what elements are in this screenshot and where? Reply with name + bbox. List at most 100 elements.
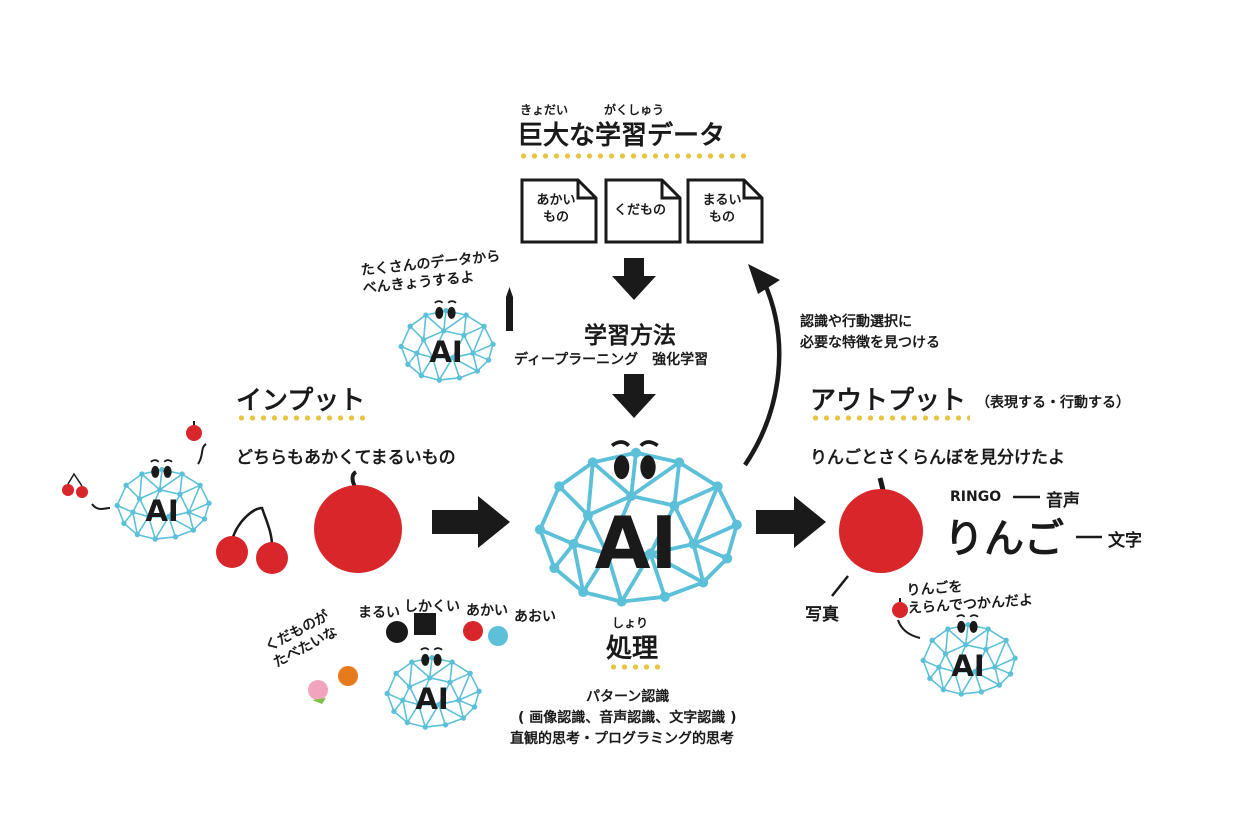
mesh-node	[474, 368, 481, 374]
brow-left-icon	[420, 647, 430, 651]
mesh-edge	[167, 493, 181, 518]
mesh-edge	[158, 489, 181, 496]
mesh-edge	[395, 672, 411, 688]
mesh-edge	[458, 690, 480, 701]
mesh-edge	[994, 666, 1001, 686]
process-line2: ( 画像認識、音声認識、文字認識 )	[518, 710, 737, 726]
mesh-node	[436, 701, 442, 708]
mesh-node	[659, 591, 670, 602]
mesh-node	[429, 654, 435, 661]
title-ruby-kyodai: きょだい	[520, 103, 569, 117]
mesh-node	[449, 659, 455, 665]
process-line1: パターン認識	[586, 689, 670, 705]
mesh-edge	[425, 314, 445, 332]
mesh-node	[409, 659, 415, 665]
mesh-node	[206, 500, 212, 506]
mesh-node	[114, 502, 120, 509]
mesh-edge	[472, 325, 485, 354]
photo-line	[831, 575, 849, 597]
mesh-edge	[465, 314, 485, 328]
brow-right-icon	[447, 300, 457, 304]
mesh-edge	[960, 670, 976, 695]
mesh-node	[406, 684, 413, 690]
mesh-node	[963, 642, 969, 648]
black-circle-icon	[386, 621, 408, 643]
mesh-node	[978, 689, 985, 695]
mesh-edge	[947, 628, 967, 646]
feedback-text: 認識や行動選択に 必要な特徴を見つける	[800, 312, 940, 354]
mesh-edge	[715, 484, 739, 527]
mesh-node	[418, 372, 425, 379]
mesh-edge	[944, 644, 967, 655]
mesh-edge	[619, 551, 653, 604]
mesh-edge	[400, 345, 418, 354]
title-ruby-gakushu: がくしゅう	[604, 103, 665, 117]
center-ai-brain: AI	[534, 440, 742, 607]
mesh-edge	[973, 648, 987, 673]
mesh-edge	[1009, 657, 1016, 675]
learning-methods: ディープラーニング 強化学習	[514, 352, 709, 368]
mesh-edge	[973, 670, 983, 693]
mesh-edge	[422, 314, 427, 341]
mesh-edge	[469, 672, 480, 693]
mesh-edge	[132, 511, 150, 518]
mesh-edge	[463, 334, 474, 354]
input-desc: どちらもあかくてまるいもの	[236, 448, 456, 468]
doc-3-line2: もの	[708, 210, 735, 225]
learning-title: 学習方法	[584, 323, 676, 349]
mesh-edge	[402, 699, 420, 706]
eye-left-icon	[957, 620, 966, 633]
mesh-edge	[619, 594, 667, 604]
mesh-edge	[987, 628, 1007, 642]
mesh-edge	[944, 652, 956, 673]
mesh-edge	[571, 542, 586, 594]
mesh-edge	[931, 639, 947, 655]
eye-left-icon	[435, 306, 444, 319]
data-title: 巨大な学習データ	[517, 121, 726, 151]
mesh-edge	[538, 484, 562, 532]
mesh-edge	[648, 503, 677, 556]
mesh-edge	[473, 690, 480, 708]
blue-dot-icon	[488, 626, 508, 646]
mesh-edge	[691, 542, 706, 585]
mesh-edge	[701, 556, 730, 585]
mesh-edge	[158, 473, 183, 491]
mesh-edge	[136, 533, 157, 540]
output-photo-label: 写真	[805, 605, 839, 625]
mesh-edge	[437, 681, 451, 706]
mesh-edge	[1005, 639, 1016, 660]
mesh-edge	[557, 484, 590, 518]
mesh-node	[172, 534, 179, 540]
mesh-node	[534, 524, 546, 535]
mesh-edge	[581, 590, 624, 604]
mesh-edge	[691, 522, 739, 546]
left-robot-arm-2	[197, 443, 207, 465]
input-arrow	[432, 496, 510, 548]
feedback-arrow	[743, 281, 782, 467]
mesh-node	[985, 626, 991, 632]
mesh-edge	[953, 670, 963, 695]
mesh-edge	[964, 623, 969, 646]
mesh-node	[965, 621, 971, 628]
mesh-node	[996, 682, 1003, 688]
process-line3: 直観的思考・プログラミング的思考	[510, 731, 734, 747]
brow-right-icon	[163, 459, 173, 463]
mesh-edge	[451, 352, 474, 359]
mesh-edge	[964, 628, 989, 646]
mesh-edge	[428, 661, 453, 679]
mesh-node	[722, 553, 733, 564]
brow-right-icon	[433, 647, 443, 651]
mesh-edge	[428, 656, 433, 679]
mesh-edge	[400, 325, 411, 348]
mesh-edge	[458, 699, 465, 719]
mesh-node	[190, 527, 197, 533]
mesh-node	[442, 722, 449, 728]
eye-left-icon	[613, 455, 630, 480]
mesh-edge	[463, 325, 485, 337]
mesh-edge	[188, 502, 210, 513]
mesh-edge	[408, 677, 431, 688]
mesh-edge	[980, 684, 1001, 693]
held-apple-icon	[892, 598, 908, 618]
mesh-node	[407, 323, 413, 330]
down-arrow-2	[612, 374, 656, 418]
